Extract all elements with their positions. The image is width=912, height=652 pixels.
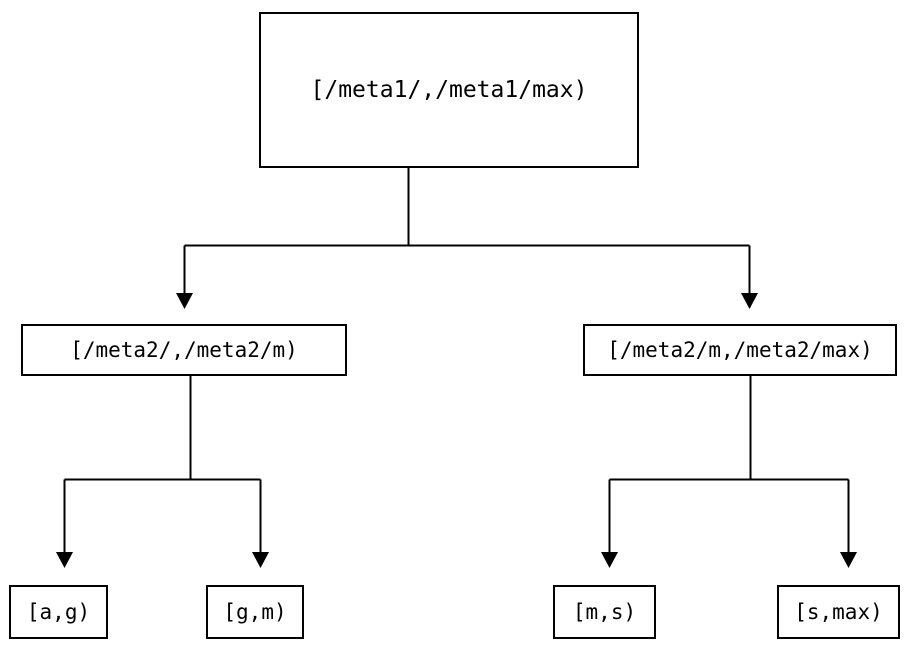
tree-node-mid-right[interactable]: [/meta2/m,/meta2/max) — [583, 324, 897, 376]
tree-node-mid-right-label: [/meta2/m,/meta2/max) — [607, 337, 873, 362]
tree-node-leaf-s-max[interactable]: [s,max) — [777, 585, 900, 639]
arrowhead-to-mid-left — [176, 293, 193, 309]
tree-node-leaf-a-g[interactable]: [a,g) — [9, 585, 108, 639]
tree-node-leaf-m-s-label: [m,s) — [572, 599, 637, 624]
tree-node-mid-left[interactable]: [/meta2/,/meta2/m) — [21, 324, 347, 376]
arrowhead-to-leaf-ag — [56, 552, 73, 568]
tree-node-leaf-g-m-label: [g,m) — [223, 599, 287, 624]
tree-node-leaf-g-m[interactable]: [g,m) — [206, 585, 304, 639]
arrowhead-to-leaf-ms — [601, 552, 618, 568]
arrowhead-to-mid-right — [741, 293, 758, 309]
tree-node-leaf-a-g-label: [a,g) — [26, 599, 91, 624]
tree-node-leaf-m-s[interactable]: [m,s) — [553, 585, 656, 639]
arrowhead-to-leaf-smax — [840, 552, 857, 568]
tree-node-root[interactable]: [/meta1/,/meta1/max) — [259, 12, 639, 168]
tree-node-root-label: [/meta1/,/meta1/max) — [310, 76, 588, 103]
tree-node-leaf-s-max-label: [s,max) — [794, 599, 883, 624]
arrowhead-to-leaf-gm — [252, 552, 269, 568]
tree-node-mid-left-label: [/meta2/,/meta2/m) — [70, 337, 298, 362]
